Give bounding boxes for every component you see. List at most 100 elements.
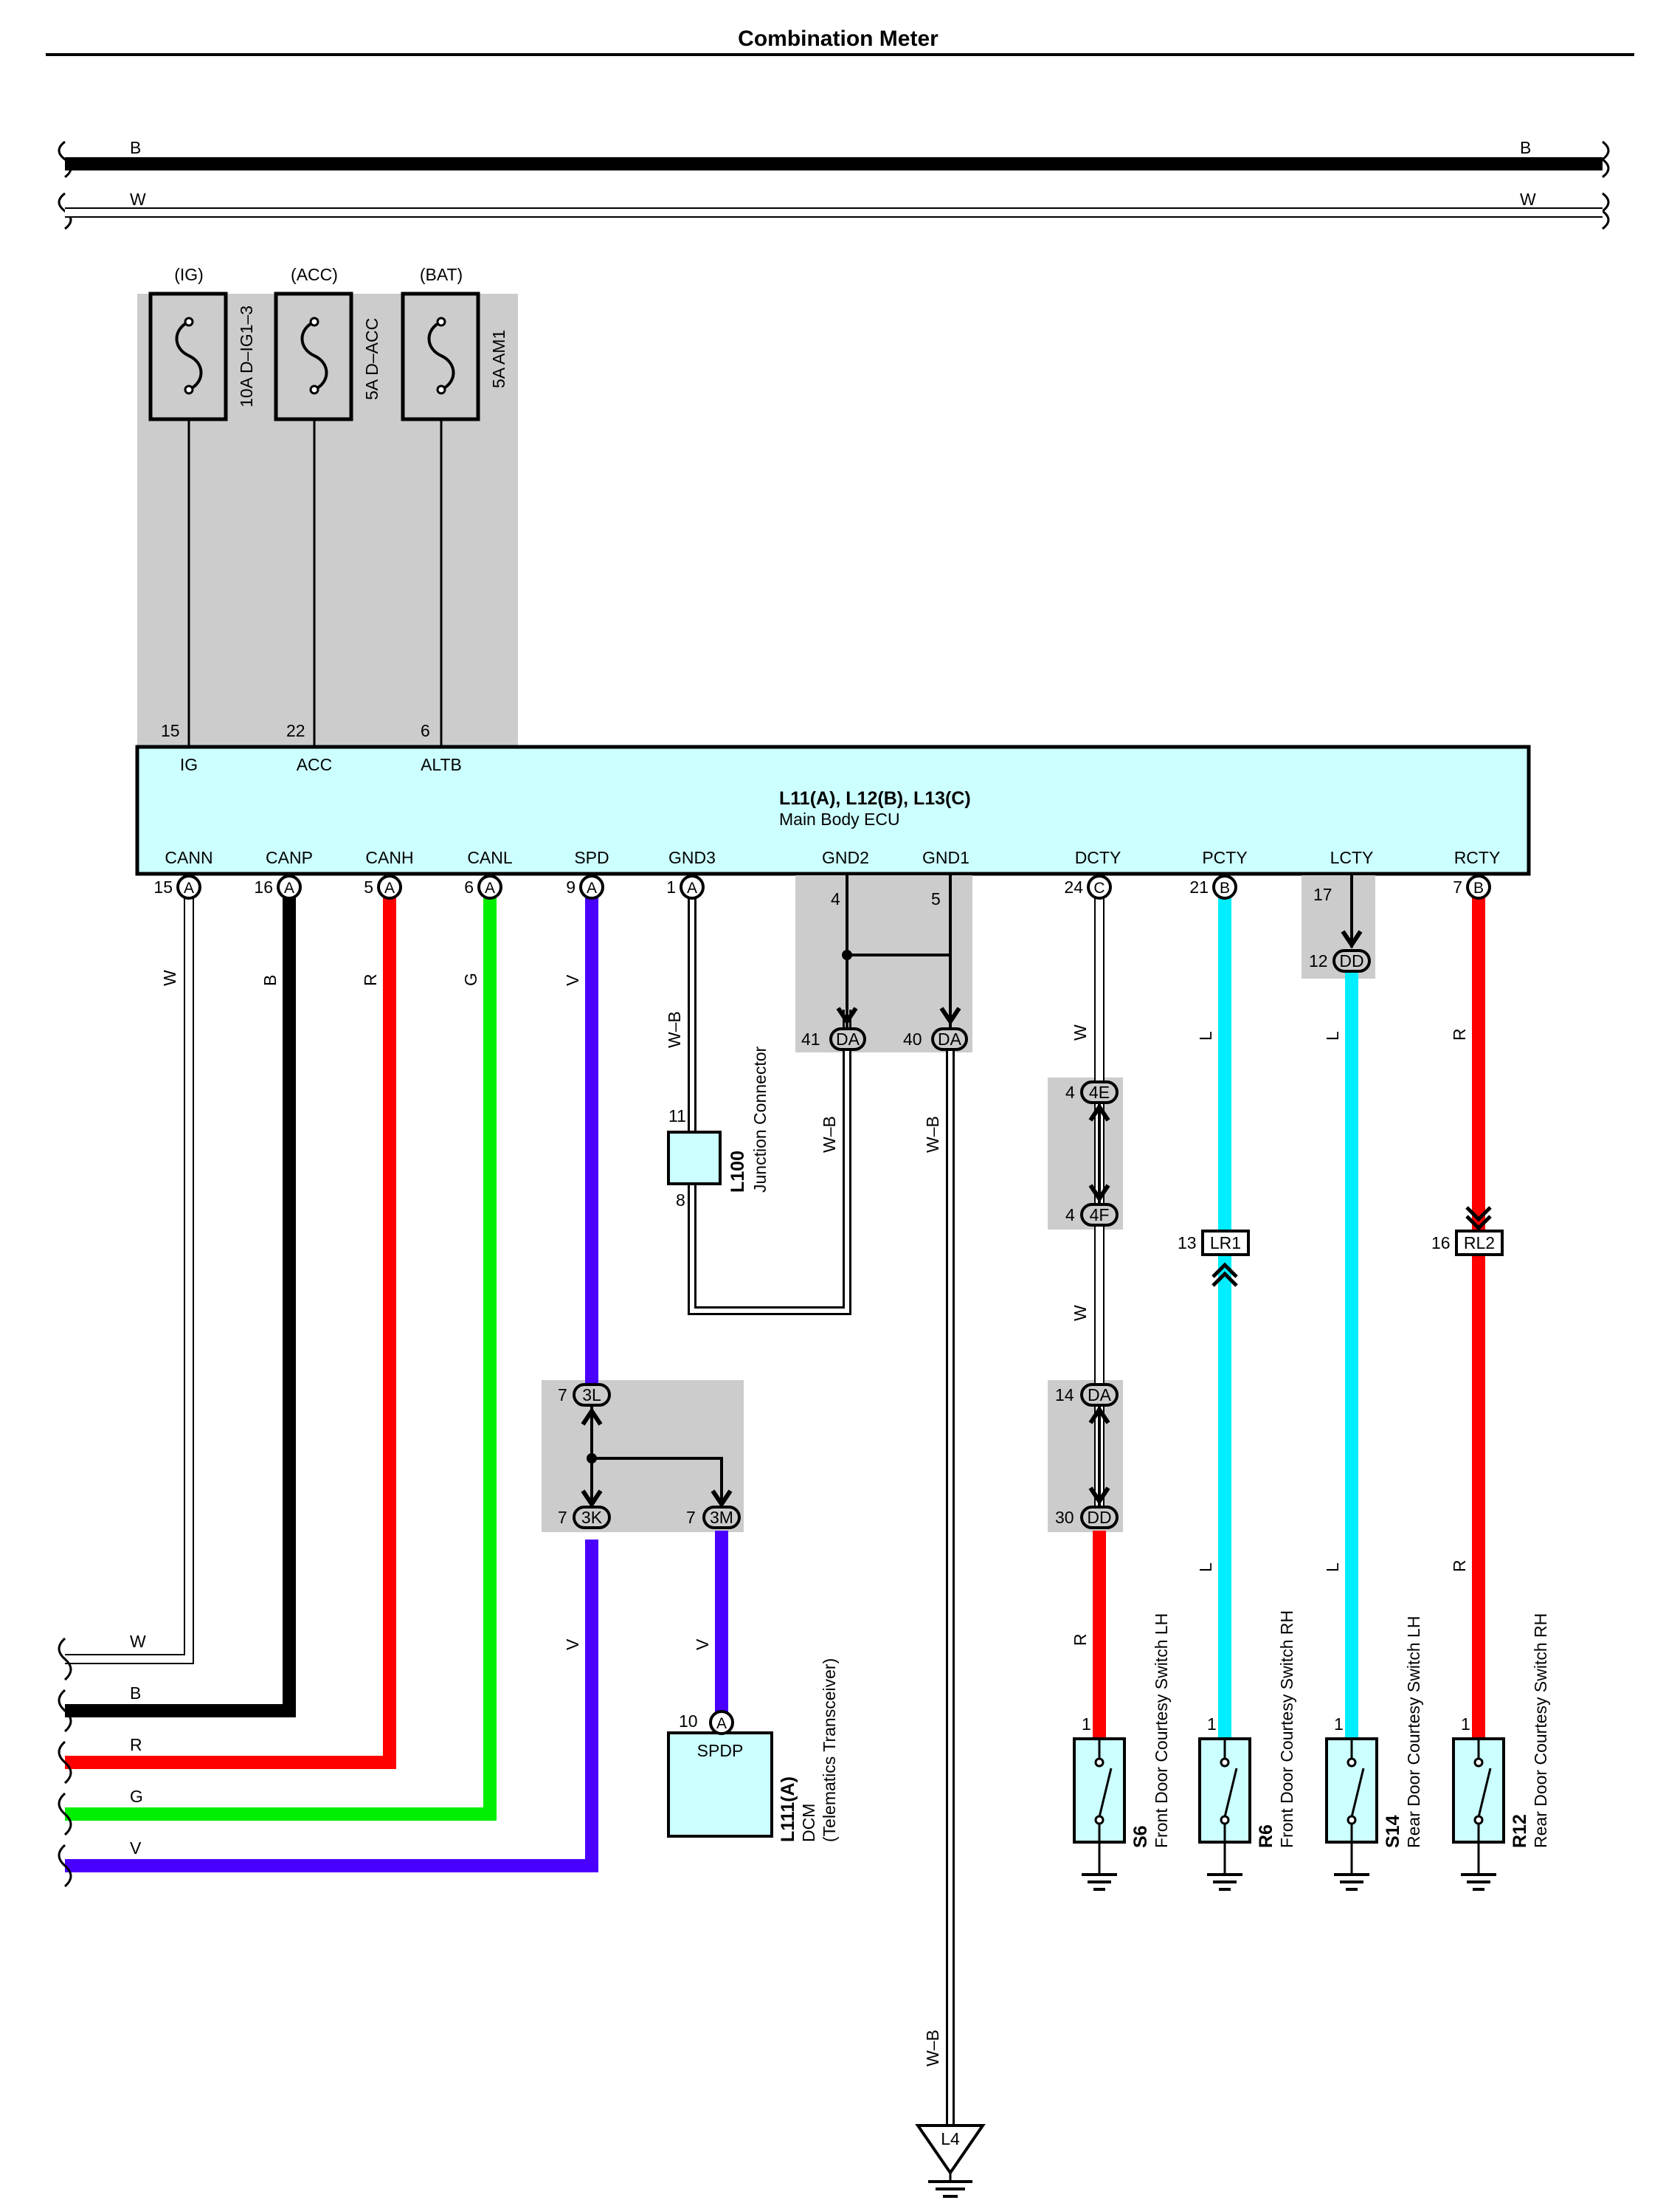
pin-number: 21 — [1189, 878, 1209, 897]
fuse-ig-pin: 15 — [161, 721, 180, 740]
ecu-pin-spd: A9 — [566, 875, 604, 900]
switch-icon — [1477, 1768, 1492, 1818]
junction-id: L100 — [727, 1151, 748, 1193]
ecu-pin-dcty: C 24 — [1064, 875, 1112, 900]
wire-dcty-mid-label: W — [1071, 1305, 1090, 1321]
splice-code: 4F — [1090, 1205, 1110, 1224]
splice-3l: 3L 7 — [558, 1383, 611, 1407]
spd-splice — [581, 1407, 733, 1509]
ecu-name: Main Body ECU — [779, 810, 900, 829]
pin-number: 15 — [153, 878, 173, 897]
junction-pin-top: 11 — [668, 1106, 686, 1125]
ecu-pin-gnd3: A1 — [666, 875, 705, 900]
wire-spd-lower-label: V — [563, 1638, 582, 1650]
ecu-terminal-canp: CANP — [266, 848, 313, 867]
splice-pin: 41 — [801, 1030, 820, 1049]
pin-number: 16 — [254, 878, 273, 897]
switch-id: R6 — [1256, 1824, 1276, 1848]
ecu-pin-cann: A 15 — [153, 875, 201, 900]
splice-code: DA — [938, 1030, 962, 1049]
wire-dcty-lower-label: R — [1071, 1633, 1090, 1646]
left-bus-label-v: V — [130, 1838, 142, 1858]
chevron-down-icon — [939, 1007, 961, 1026]
ecu-terminal-dcty: DCTY — [1075, 848, 1121, 867]
connector-rl2: RL2 16 — [1431, 1230, 1504, 1256]
left-bus-label-w: W — [130, 1632, 146, 1651]
splice-pin: 4 — [1065, 1083, 1075, 1102]
connector-circle — [579, 875, 604, 900]
fuse-icon — [300, 320, 328, 391]
dcm-pin: 10 — [679, 1711, 698, 1731]
gnd1-pin: 5 — [931, 889, 941, 909]
splice-code: 3K — [581, 1508, 603, 1527]
switch-icon — [1098, 1768, 1113, 1818]
connector-circle — [1212, 875, 1237, 900]
wire-lcty-lower-label: L — [1323, 1562, 1342, 1572]
switch-name: Front Door Courtesy Switch RH — [1277, 1610, 1296, 1848]
fuse-bat-circuit: (BAT) — [420, 265, 463, 284]
splice-4e: 4E 4 — [1065, 1080, 1119, 1104]
wire-dcty: W W R — [1071, 897, 1110, 1739]
wire-gnd1: W–B W–B — [923, 1039, 955, 2126]
splice-code: DD — [1339, 951, 1363, 971]
bus-w-label-right: W — [1520, 190, 1536, 209]
connector-code: LR1 — [1210, 1233, 1241, 1252]
ecu-terminal-spd: SPD — [574, 848, 609, 867]
switch-id: S6 — [1130, 1825, 1151, 1848]
wire-canh-label: R — [361, 973, 380, 986]
splice-code: 4E — [1089, 1083, 1110, 1102]
splice-4f: 4F 4 — [1065, 1203, 1119, 1227]
ecu-terminal-gnd1: GND1 — [922, 848, 969, 867]
wire-gnd1-label: W–B — [923, 1116, 942, 1153]
ecu-terminal-rcty: RCTY — [1454, 848, 1501, 867]
splice-pin: 14 — [1055, 1385, 1074, 1404]
ecu-terminal-altb: ALTB — [421, 755, 462, 774]
chevron-down-icon — [836, 1007, 858, 1026]
pin-number: 9 — [566, 878, 575, 897]
switch-pin: 1 — [1461, 1714, 1470, 1734]
wire-gnd3-label: W–B — [665, 1011, 684, 1048]
switch-name: Front Door Courtesy Switch LH — [1152, 1613, 1171, 1848]
connector-lr1: LR1 13 — [1178, 1230, 1250, 1256]
ground-code: L4 — [941, 2129, 960, 2148]
connector-letter: A — [384, 880, 395, 897]
ecu-terminal-acc: ACC — [297, 755, 333, 774]
wire-lcty-label: L — [1323, 1031, 1342, 1041]
splice-code: DA — [1088, 1385, 1112, 1404]
fuse-ig-rating: 10A D–IG1–3 — [237, 306, 256, 407]
connector-letter: A — [184, 880, 194, 897]
bus-w-label-left: W — [130, 190, 146, 209]
switch-pin: 1 — [1207, 1714, 1217, 1734]
ecu-terminal-canh: CANH — [365, 848, 413, 867]
switch-icon — [1350, 1768, 1365, 1818]
wire-gnd2-label: W–B — [820, 1116, 839, 1153]
connector-circle — [477, 875, 502, 900]
wire-canh: R — [65, 897, 396, 1769]
fuse-bat-rating: 5A AM1 — [489, 330, 508, 388]
wire-rcty-label: R — [1450, 1028, 1469, 1041]
wire-dcm-label: V — [693, 1638, 712, 1650]
ecu-pin-canh: A5 — [364, 875, 402, 900]
pin-number: 24 — [1064, 878, 1083, 897]
connector-circle — [709, 1710, 734, 1735]
fuse-icon — [175, 320, 203, 391]
switch-name: Rear Door Courtesy Switch LH — [1404, 1616, 1423, 1848]
splice-da41: DA 41 — [801, 1027, 866, 1051]
dcm-pin-marker: A — [709, 1710, 734, 1735]
connector-letter: C — [1093, 880, 1105, 897]
splice-code: 3M — [710, 1508, 733, 1527]
junction-connector-l100: 11 8 L100 Junction Connector — [667, 1046, 770, 1210]
ecu-terminal-ig: IG — [180, 755, 198, 774]
junction-pin-bottom: 8 — [676, 1190, 685, 1210]
main-body-ecu: IG ACC ALTB L11(A), L12(B), L13(C) Main … — [135, 745, 1531, 876]
connector-letter: B — [1220, 880, 1230, 897]
ecu-pin-canp: A16 — [254, 875, 302, 900]
fuse-acc-circuit: (ACC) — [291, 265, 338, 284]
pin-number: 7 — [1453, 878, 1462, 897]
wire-rcty: R R — [1450, 897, 1492, 1739]
pin-number: 1 — [666, 878, 676, 897]
fuse-shade — [137, 294, 518, 745]
lcty-pin: 17 — [1313, 885, 1332, 904]
